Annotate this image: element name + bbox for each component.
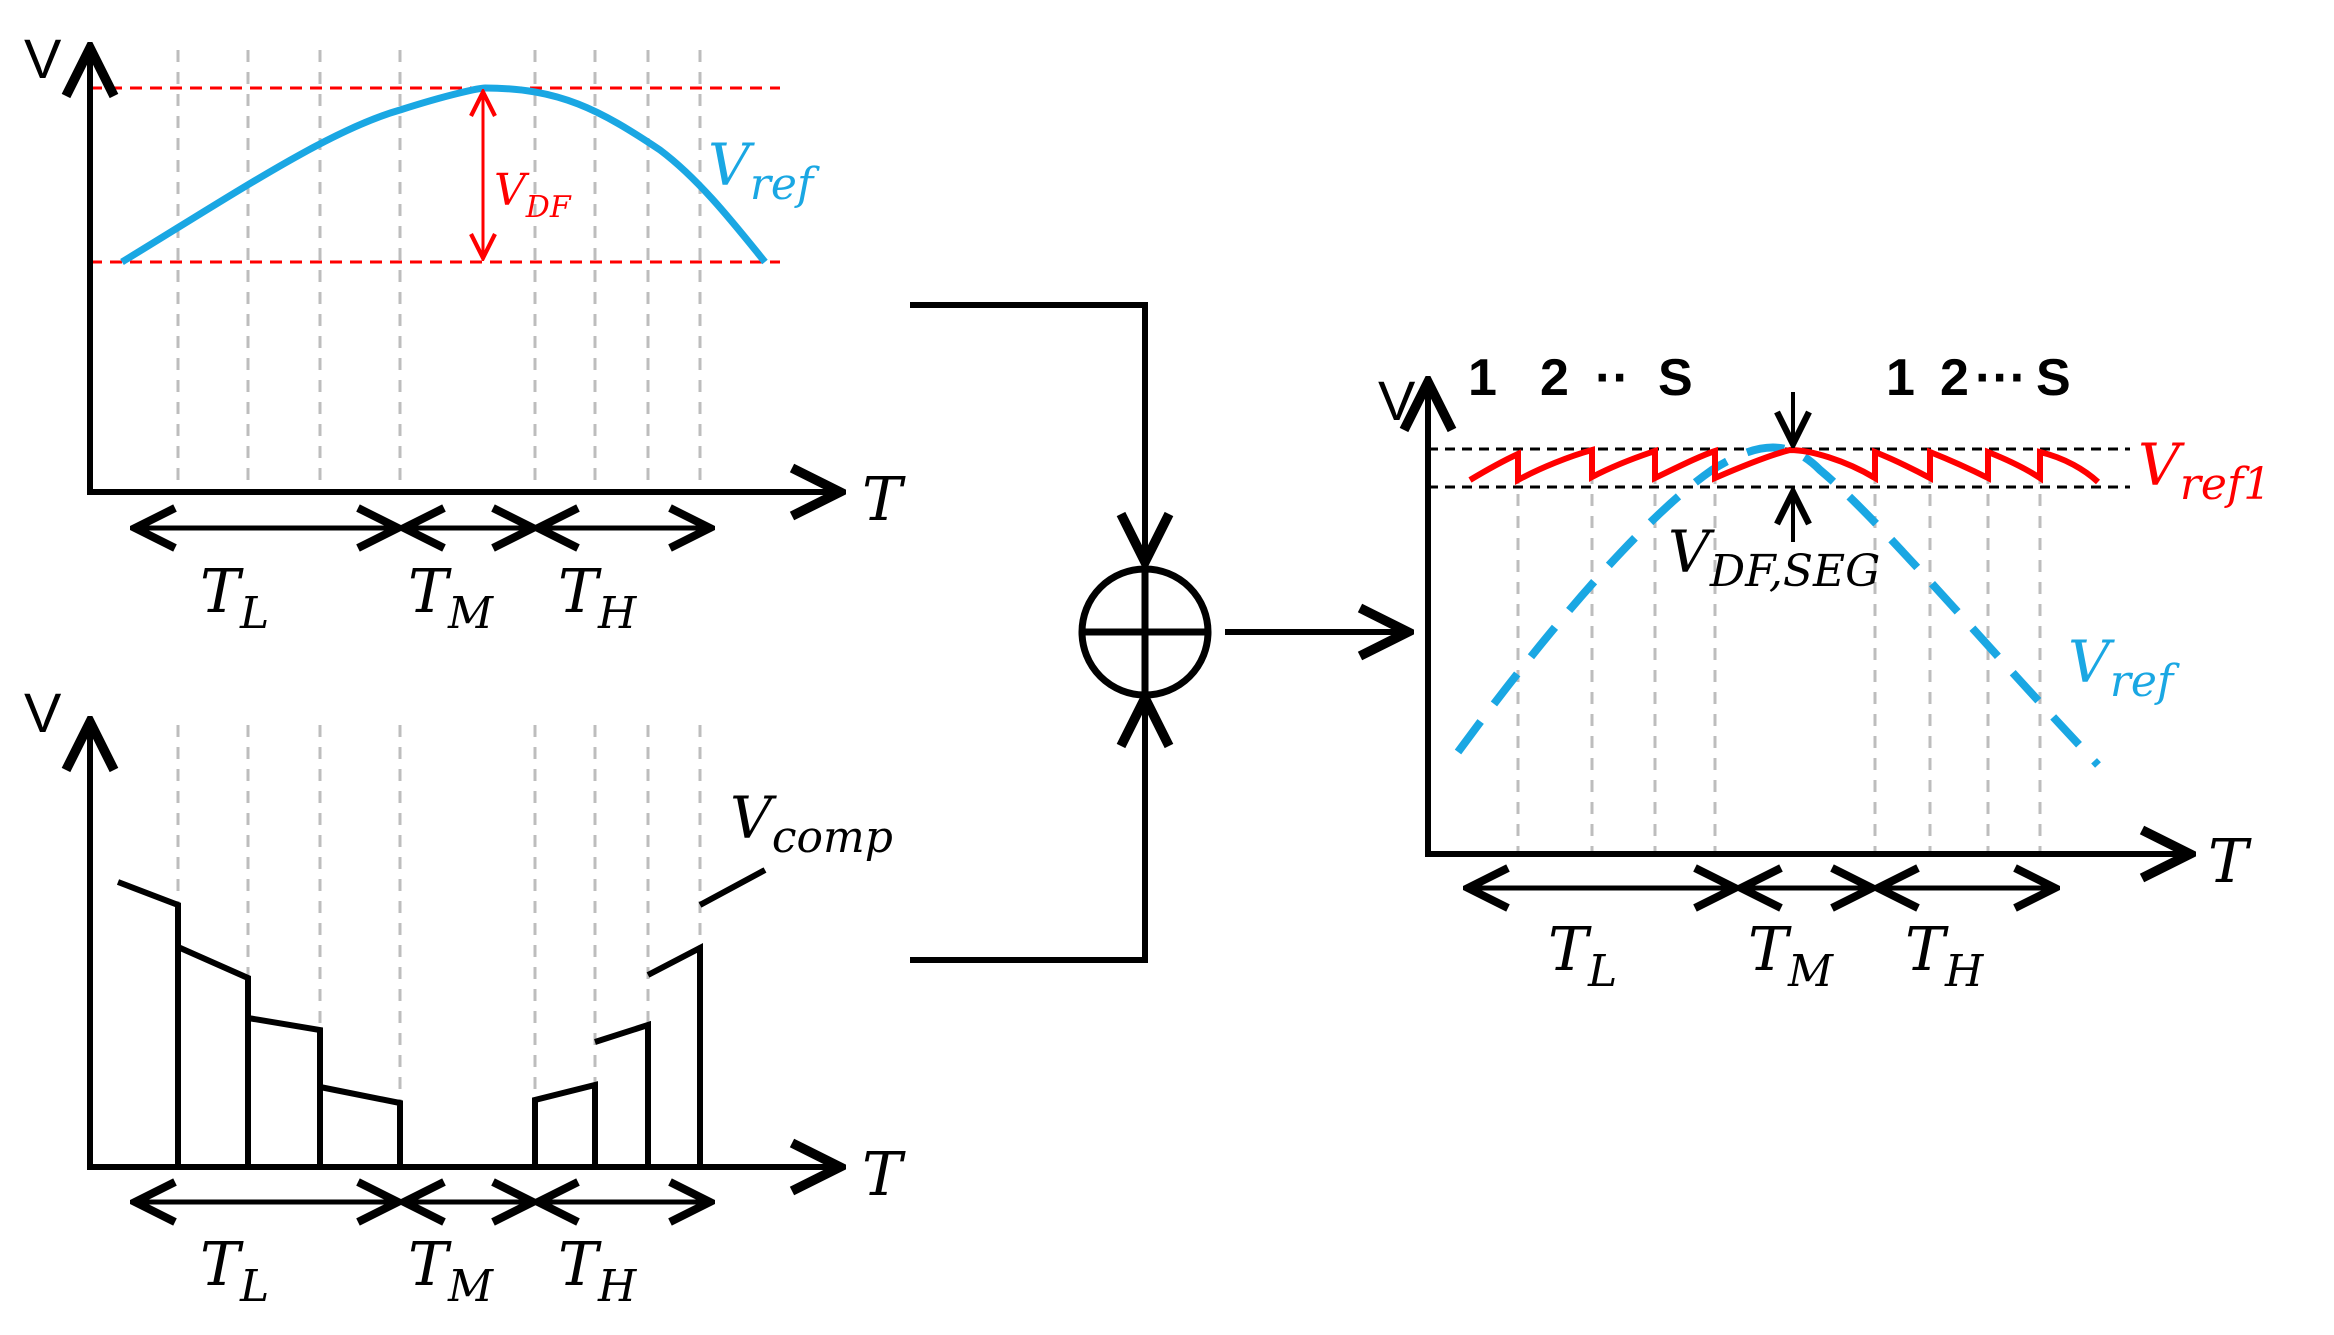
right-vref-label: Vref <box>2068 628 2180 707</box>
vref-dashed-curve <box>1454 443 2101 768</box>
top-left-y-label: V <box>24 27 62 90</box>
right-y-label: V <box>1378 369 1416 432</box>
seg-left-s: S <box>1658 349 1693 407</box>
right-range-th: TH <box>1905 915 1985 997</box>
seg-left-1: 1 <box>1468 349 1497 407</box>
bottom-left-range-th: TH <box>558 1230 638 1312</box>
top-left-range-tl: TL <box>200 557 269 639</box>
connector-top <box>910 302 1145 562</box>
connectors <box>910 302 1408 963</box>
vref1-label: Vref1 <box>2138 431 2271 510</box>
vref1-sawtooth <box>1468 446 2101 486</box>
right-gridlines <box>1516 450 2042 852</box>
panel-top-left: V T Vref VDF TL TM TH <box>24 27 906 639</box>
seg-left-2: 2 <box>1540 349 1569 407</box>
top-left-x-label: T <box>862 465 906 535</box>
bottom-left-gridlines <box>176 725 702 1165</box>
panel-right: V T 1 2 ·· S 1 2 ··· S VDF,SEG Vref1 Vre… <box>1378 349 2271 997</box>
top-left-gridlines <box>176 50 702 490</box>
vref-label: Vref <box>708 131 820 210</box>
bottom-left-y-label: V <box>24 681 62 744</box>
seg-right-2: 2 <box>1940 349 1969 407</box>
bottom-left-x-label: T <box>862 1140 906 1210</box>
right-x-label: T <box>2208 827 2252 897</box>
seg-left-dots: ·· <box>1595 349 1630 407</box>
seg-right-dots: ··· <box>1975 349 2027 407</box>
vcomp-curve <box>116 867 767 1167</box>
vref-curve <box>120 84 768 265</box>
vcomp-label: Vcomp <box>730 784 893 863</box>
top-left-range-th: TH <box>558 557 638 639</box>
summing-junction <box>1078 565 1212 699</box>
panel-bottom-left: V T Vcomp TL TM TH <box>24 681 906 1312</box>
right-range-tl: TL <box>1548 915 1617 997</box>
bottom-left-range-tl: TL <box>200 1230 269 1312</box>
bottom-left-range-tm: TM <box>408 1230 494 1312</box>
seg-right-s: S <box>2036 349 2071 407</box>
vdf-label: VDF <box>494 165 572 225</box>
right-range-tm: TM <box>1748 915 1834 997</box>
seg-right-1: 1 <box>1886 349 1915 407</box>
df-seg-label: VDF,SEG <box>1668 518 1880 597</box>
connector-bottom <box>910 698 1145 963</box>
top-left-range-tm: TM <box>408 557 494 639</box>
